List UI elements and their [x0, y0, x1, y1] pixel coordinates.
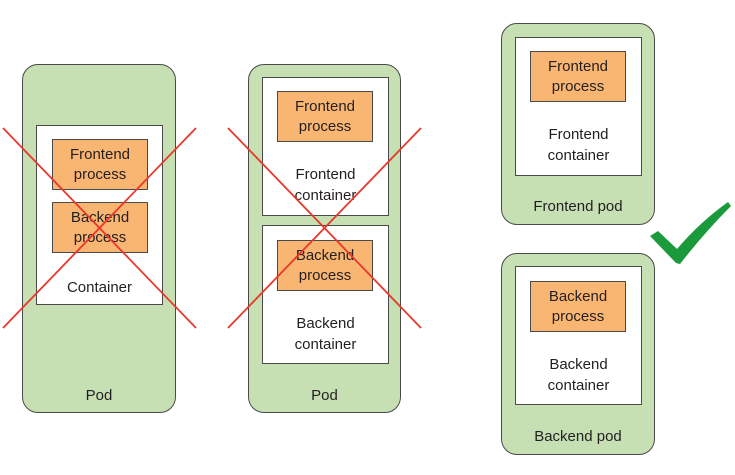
frontend-process-line2: process [298, 117, 352, 135]
frontend-process-line1: Frontend [294, 97, 356, 115]
backend-process-box: Backend process [277, 240, 373, 291]
pod-label-left: Pod [85, 386, 113, 404]
frontend-process-line1: Frontend [69, 145, 131, 163]
backend-process-line2: process [73, 228, 127, 246]
backend-process-line1: Backend [548, 287, 608, 305]
frontend-process-box: Frontend process [277, 91, 373, 142]
frontend-process-line2: process [551, 77, 605, 95]
backend-pod-label: Backend pod [534, 427, 622, 445]
frontend-container-label: Frontend container [547, 126, 610, 164]
backend-container-label: Backend container [547, 356, 610, 394]
backend-process-line2: process [551, 307, 605, 325]
frontend-container-label: Frontend container [294, 166, 357, 204]
frontend-process-line1: Frontend [547, 57, 609, 75]
backend-process-line2: process [298, 266, 352, 284]
backend-process-box: Backend process [530, 281, 626, 332]
container-label: Container [66, 278, 133, 296]
frontend-pod-label: Frontend pod [533, 197, 623, 215]
backend-process-line1: Backend [295, 246, 355, 264]
frontend-process-box: Frontend process [530, 51, 626, 102]
frontend-process-box: Frontend process [52, 139, 148, 190]
backend-container-label: Backend container [294, 315, 357, 353]
backend-process-box: Backend process [52, 202, 148, 253]
frontend-process-line2: process [73, 165, 127, 183]
backend-process-line1: Backend [70, 208, 130, 226]
pod-label-middle: Pod [311, 386, 338, 404]
check-mark-icon [650, 202, 731, 264]
